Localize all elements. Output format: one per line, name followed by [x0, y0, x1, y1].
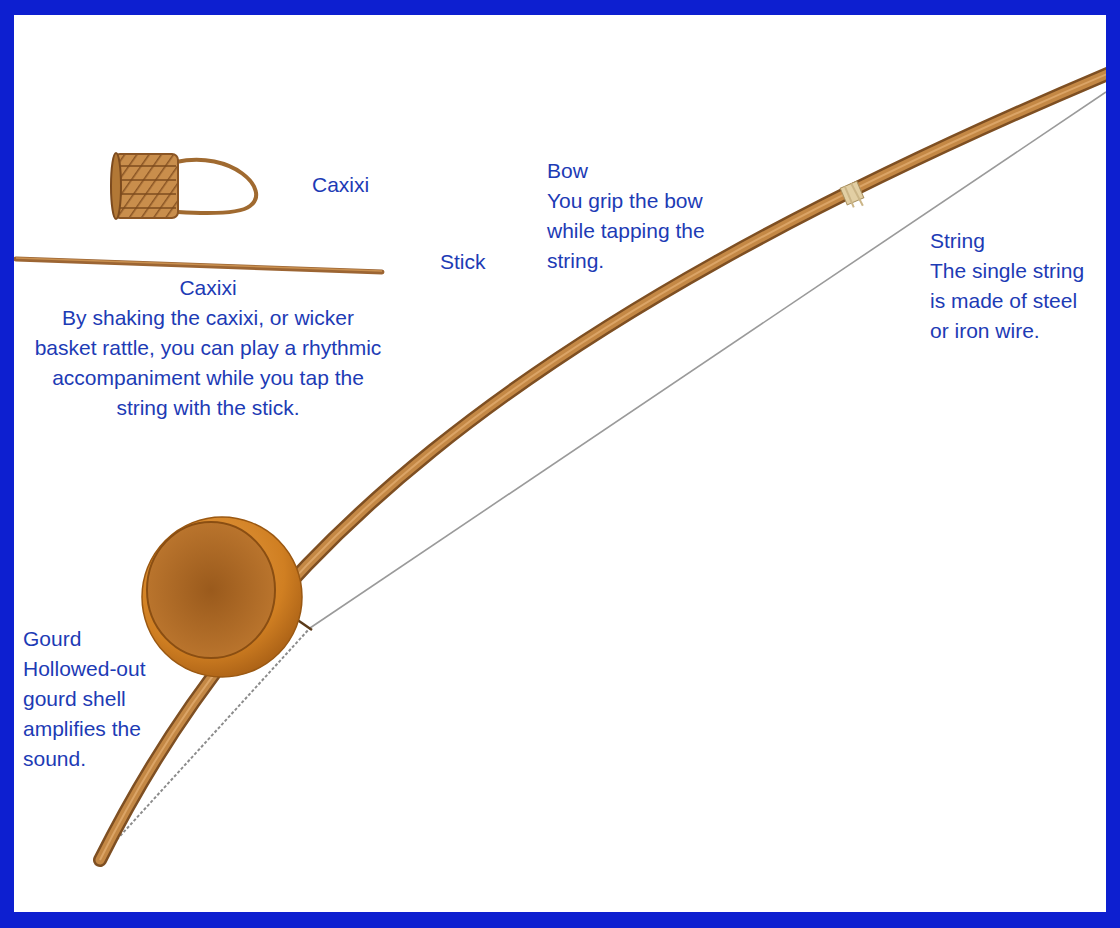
rattle-rim — [111, 153, 121, 219]
part-note: You grip the bow while tapping the strin… — [547, 186, 737, 276]
gourd-opening — [147, 522, 275, 658]
berimbau-illustration — [14, 15, 1106, 912]
rattle-basket — [114, 154, 178, 218]
stick-highlight — [16, 258, 382, 271]
weave-band — [116, 193, 176, 195]
bow-highlight — [100, 72, 1106, 860]
part-name: Stick — [440, 247, 486, 277]
part-name: Bow — [547, 156, 588, 186]
caxixi-rattle — [111, 153, 256, 219]
weave-band — [116, 207, 176, 209]
bow-binding — [840, 181, 866, 211]
label-layer: CaxixiStickBowYou grip the bow while tap… — [14, 15, 1106, 912]
part-name: Gourd — [23, 624, 81, 654]
stick — [16, 259, 382, 272]
part-name: String — [930, 226, 985, 256]
weave-band — [116, 165, 176, 167]
weave-band — [116, 179, 176, 181]
part-name: Caxixi — [33, 273, 383, 303]
part-note: By shaking the caxixi, or wicker basket … — [33, 303, 383, 423]
part-note: The single string is made of steel or ir… — [930, 256, 1095, 346]
gourd — [142, 517, 312, 677]
part-note: Hollowed-out gourd shell amplifies the s… — [23, 654, 163, 774]
bow-outline — [100, 72, 1106, 860]
gourd-shell — [142, 517, 302, 677]
part-name: Caxixi — [312, 170, 369, 200]
white-panel: CaxixiStickBowYou grip the bow while tap… — [14, 15, 1106, 912]
binding-tail — [851, 183, 863, 207]
binding-tail — [845, 186, 854, 207]
rattle-handle — [176, 160, 256, 213]
bow — [100, 72, 1106, 860]
string-upper — [310, 92, 1106, 628]
